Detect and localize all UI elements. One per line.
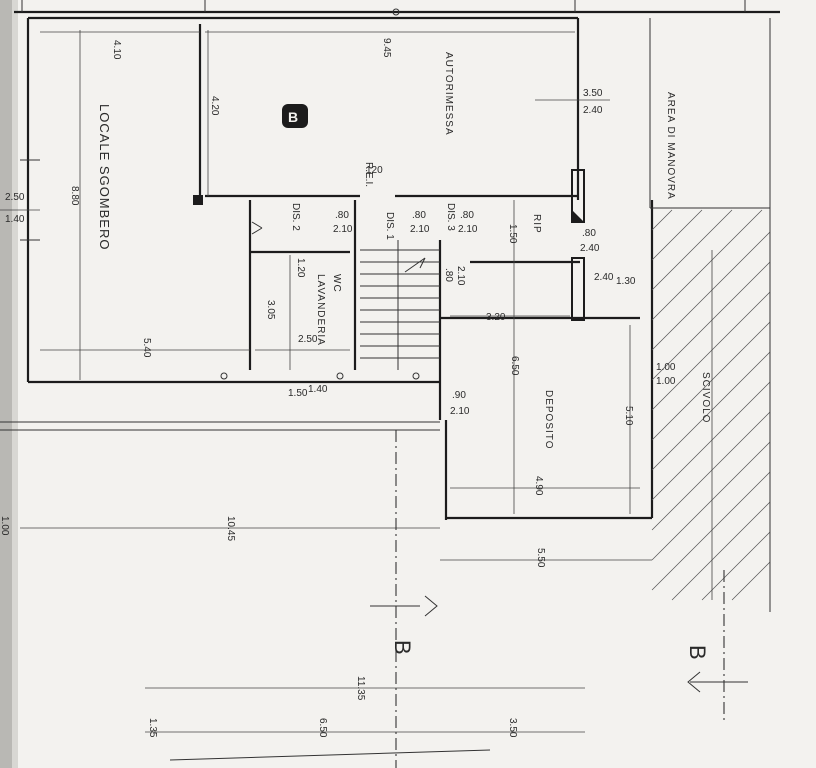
dim-2-40-b: 2.40 (580, 243, 600, 254)
dim-4-10: 4.10 (111, 40, 122, 60)
dim-1-00-c: 1.00 (0, 516, 10, 536)
dim-6-50: 6.50 (509, 356, 520, 376)
dim-9-45: 9.45 (381, 38, 392, 58)
dim-5-40: 5.40 (141, 338, 152, 358)
dim-1-30: 1.30 (616, 276, 636, 287)
dim-1-50-b: 1.50 (288, 388, 308, 399)
section-line-b (370, 430, 748, 768)
dim-2-10-e: 2.10 (450, 406, 470, 417)
label-rei-value: 120 (366, 165, 383, 176)
interior-walls (20, 24, 640, 382)
dim-1-40-b: 1.40 (308, 384, 328, 395)
survey-markers (220, 221, 420, 380)
dim-5-10: 5.10 (623, 406, 634, 426)
dim-3-05: 3.05 (265, 300, 276, 320)
room-lavanderia: LAVANDERIA (315, 274, 326, 346)
dim-2-50-b: 2.50 (298, 334, 318, 345)
room-dis1: DIS. 1 (384, 212, 395, 240)
label-rei: R.E.I. (363, 162, 374, 187)
top-walls (14, 0, 780, 16)
dim-0-80-a: .80 (335, 210, 349, 221)
staircase (360, 240, 440, 370)
dim-1-00-a: 1.00 (656, 362, 676, 373)
dim-10-45: 10.45 (225, 516, 236, 541)
dim-2-10-b: 2.10 (410, 224, 430, 235)
room-dis2: DIS. 2 (290, 203, 301, 231)
room-dis3: DIS. 3 (445, 203, 456, 231)
room-locale-sgombero: LOCALE SGOMBERO (97, 104, 112, 250)
dim-1-20: 1.20 (295, 258, 306, 278)
dim-4-20: 4.20 (209, 96, 220, 116)
dim-2-10-d: 2.10 (455, 266, 466, 286)
room-wc: WC (331, 274, 342, 293)
dim-1-40: 1.40 (5, 214, 25, 225)
dim-6-50-b: 6.50 (317, 718, 328, 738)
dim-3-50-b: 3.50 (507, 718, 518, 738)
dim-3-50: 3.50 (583, 88, 603, 99)
section-label-b: B (390, 640, 415, 655)
site-lines (0, 421, 652, 761)
dim-2-10-c: 2.10 (458, 224, 478, 235)
room-area-manovra: AREA DI MANOVRA (665, 92, 676, 200)
room-deposito: DEPOSITO (543, 390, 554, 450)
dim-0-90: .90 (452, 390, 466, 401)
dim-0-80-e: .80 (443, 268, 454, 282)
room-rip: RIP (531, 214, 542, 234)
dimension-lines (0, 30, 640, 514)
dim-1-00-b: 1.00 (656, 376, 676, 387)
dim-1-35: 1.35 (147, 718, 158, 738)
dim-3-20: 3.20 (486, 312, 506, 323)
dim-5-50: 5.50 (535, 548, 546, 568)
dim-2-10-a: 2.10 (333, 224, 353, 235)
dim-11-35: 11.35 (355, 676, 366, 701)
dim-1-50: 1.50 (507, 224, 518, 244)
room-scivolo: SCIVOLO (700, 372, 711, 423)
dim-8-80: 8.80 (69, 186, 80, 206)
dim-2-40-c: 2.40 (594, 272, 614, 283)
dim-0-80-b: .80 (412, 210, 426, 221)
scan-shadow-soft (12, 0, 18, 768)
dim-0-80-c: .80 (460, 210, 474, 221)
ramp-hatching (651, 208, 771, 612)
building-outline (26, 16, 771, 520)
section-label-b-right: B (685, 645, 710, 660)
scan-shadow (0, 0, 12, 768)
dim-2-40-a: 2.40 (583, 105, 603, 116)
dim-0-80-d: .80 (582, 228, 596, 239)
room-autorimessa: AUTORIMESSA (443, 52, 454, 136)
dim-2-50: 2.50 (5, 192, 25, 203)
badge-b-icon: B (282, 104, 308, 128)
dim-4-90: 4.90 (533, 476, 544, 496)
svg-text:B: B (288, 109, 298, 125)
